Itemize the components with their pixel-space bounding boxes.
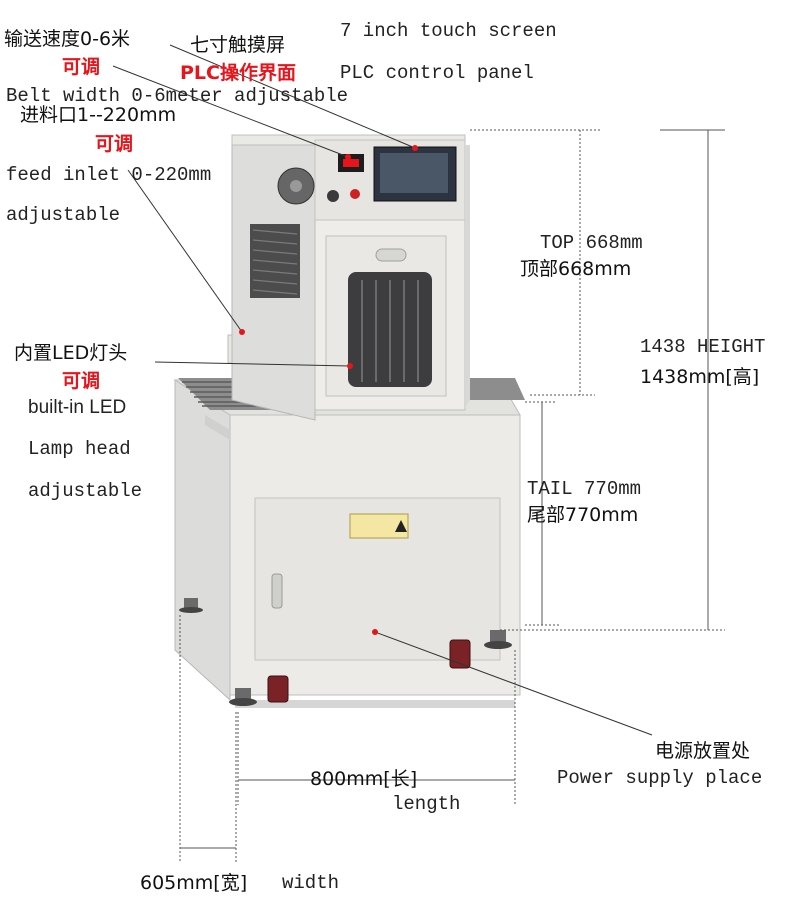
inlet-adjustable-en: adjustable — [6, 204, 121, 226]
inlet-label-cn: 进料口1--220mm — [20, 104, 177, 126]
led-label-cn: 内置LED灯头 — [14, 342, 128, 364]
inlet-label-en: feed inlet 0-220mm — [6, 164, 212, 186]
emergency-stop-icon — [350, 189, 360, 199]
door-handle — [375, 248, 407, 262]
led-adjustable-en: adjustable — [28, 480, 143, 502]
led-adjustable-cn: 可调 — [62, 370, 101, 392]
inlet-adjustable-cn: 可调 — [95, 133, 134, 155]
plc-label-cn: PLC操作界面 — [180, 62, 296, 84]
vent-slats — [252, 229, 298, 295]
door-lock — [271, 573, 283, 609]
height-dimension-en: 1438 HEIGHT — [640, 336, 766, 358]
speed-adjustable-cn: 可调 — [62, 56, 101, 78]
power-label-cn: 电源放置处 — [655, 740, 751, 762]
screen-label-cn: 七寸触摸屏 — [190, 34, 286, 56]
tail-dimension-en: TAIL 770mm — [527, 478, 642, 500]
conveyor-rail — [205, 415, 230, 440]
speed-knob-icon — [327, 190, 339, 202]
tail-dimension-cn: 尾部770mm — [527, 504, 639, 526]
top-dimension-en: TOP 668mm — [540, 232, 643, 254]
top-dimension-cn: 顶部668mm — [520, 258, 632, 280]
power-label-en: Power supply place — [557, 767, 763, 789]
width-dimension-en: width — [282, 872, 340, 894]
floor-shadow — [235, 700, 515, 708]
window-fins — [361, 280, 419, 382]
caster-wheel — [449, 639, 471, 669]
leveling-foot — [235, 688, 251, 700]
conveyor-belt-exit — [460, 378, 525, 400]
led-lamp-head-en: Lamp head — [28, 438, 131, 460]
caster-wheel — [267, 675, 289, 703]
leveling-foot — [490, 630, 506, 642]
warning-triangle-icon — [395, 520, 407, 532]
speed-label-cn: 输送速度0-6米 — [4, 28, 131, 50]
height-dimension-cn: 1438mm[高] — [640, 366, 760, 388]
screen-label-en: 7 inch touch screen — [340, 20, 557, 42]
width-dimension-cn: 605mm[宽] — [140, 872, 248, 894]
length-dimension-cn: 800mm[长] — [310, 768, 418, 790]
callout-dots — [239, 145, 418, 635]
callout-lines — [112, 44, 653, 736]
led-label-en: built-in LED — [28, 397, 127, 418]
length-dimension-en: length — [392, 793, 461, 815]
plc-label-en: PLC control panel — [340, 62, 534, 84]
speed-label-en: Belt width 0-6meter adjustable — [6, 85, 349, 107]
dimension-lines — [179, 129, 725, 862]
leveling-foot — [184, 598, 198, 608]
